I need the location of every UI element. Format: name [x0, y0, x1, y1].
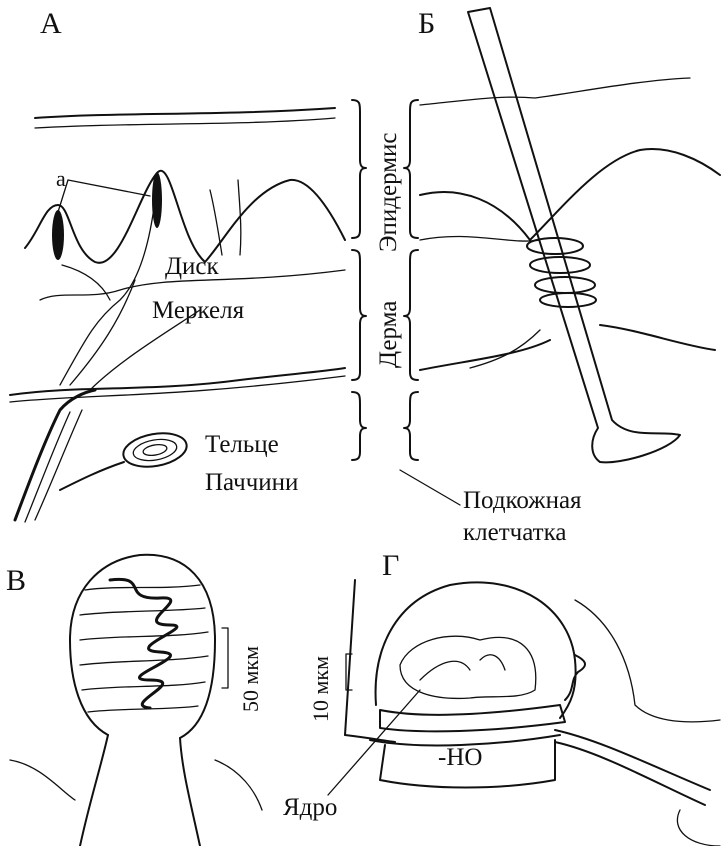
merkel-label-line2: Меркеля: [152, 297, 245, 324]
subcutaneous-label-line2: клетчатка: [463, 519, 566, 546]
pacini-label-line2: Паччини: [205, 469, 298, 496]
marker-a-label: a: [56, 166, 66, 191]
meissner-corpuscle: [69, 553, 216, 739]
layer-brackets: [351, 99, 461, 506]
panel-label-b: Б: [418, 7, 435, 40]
panel-b-drawing: [419, 7, 721, 464]
panel-g-drawing: [327, 579, 721, 846]
granular-layer: [379, 704, 566, 733]
panel-label-g: Г: [382, 549, 399, 582]
panel-v-drawing: [9, 553, 263, 846]
scale-label-g: 10 мкм: [308, 656, 333, 722]
nucleus-label: Ядро: [283, 794, 337, 821]
subcutaneous-label-line1: Подкожная: [463, 487, 582, 514]
no-label: -НО: [438, 744, 482, 771]
panel-label-a: А: [40, 7, 62, 40]
merkel-label-line1: Диск: [165, 253, 220, 280]
merkel-cell-left: [52, 210, 64, 260]
hair-shaft: [467, 7, 681, 464]
panel-a-drawing: [9, 107, 346, 523]
nucleus: [399, 635, 537, 700]
epidermis-label: Эпидермис: [375, 133, 402, 253]
scale-label-v: 50 мкм: [238, 646, 263, 712]
cell-outline: [374, 581, 577, 719]
panel-label-v: В: [6, 564, 26, 597]
pacini-corpuscle: [122, 432, 188, 468]
pacini-label-line1: Тельце: [205, 431, 279, 458]
merkel-cell-center: [152, 172, 162, 228]
dermis-label: Дерма: [375, 301, 402, 368]
